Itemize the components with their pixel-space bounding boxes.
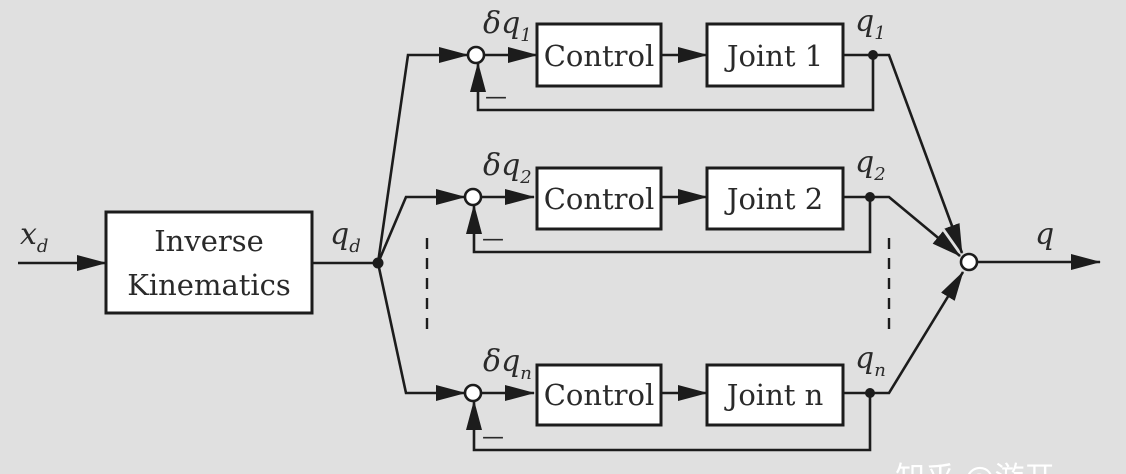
- feedback-wire-n: [466, 393, 872, 452]
- ik-label-line2: Kinematics: [127, 268, 291, 302]
- sum-node-n: [463, 383, 483, 403]
- error-label-n: δqn: [483, 344, 532, 384]
- watermark-text: 知乎 @游开: [895, 461, 1055, 474]
- output-label-n: qn: [855, 341, 886, 381]
- output-label: q: [1035, 217, 1054, 252]
- minus-sign-2: —: [482, 227, 504, 252]
- control-block-2: [535, 166, 663, 231]
- output-wire-2: [843, 195, 961, 257]
- joint-loop-2: δq2 Control Joint 2 q2 —: [463, 145, 961, 257]
- control-label-2: Control: [544, 182, 655, 216]
- joint-block-n: [705, 363, 845, 427]
- joint-label-2: Joint 2: [724, 182, 823, 216]
- output-label-1: q1: [855, 4, 886, 44]
- sum-node-1: [466, 45, 486, 65]
- sum-node-2: [463, 187, 483, 207]
- minus-sign-n: —: [482, 425, 504, 450]
- joint-block-1: [705, 22, 845, 88]
- ik-label-line1: Inverse: [154, 224, 264, 258]
- output-wire-1: [843, 53, 964, 254]
- qd-label: qd: [330, 217, 361, 257]
- branch-wire-2: [376, 189, 466, 264]
- output-label-2: q2: [855, 145, 886, 185]
- branch-wire-n: [376, 262, 466, 401]
- error-label-2: δq2: [483, 148, 532, 188]
- joint-label-1: Joint 1: [724, 39, 823, 73]
- joint-loop-n: δqn Control Joint n qn —: [463, 271, 965, 452]
- minus-sign-1: —: [485, 85, 507, 110]
- feedback-wire-1: [470, 55, 875, 112]
- joint-block-2: [705, 166, 845, 231]
- output-wire-n: [843, 271, 965, 395]
- control-block-n: [535, 363, 663, 427]
- joint-loop-1: δq1 Control Joint 1 q1 —: [466, 4, 964, 254]
- branch-wire-1: [376, 47, 469, 264]
- feedback-wire-2: [466, 197, 872, 254]
- inverse-kinematics-block: Inverse Kinematics: [104, 210, 314, 315]
- control-label-1: Control: [544, 39, 655, 73]
- control-block-1: [535, 22, 663, 88]
- input-label: xd: [20, 217, 48, 257]
- joint-label-n: Joint n: [724, 378, 824, 412]
- output-sum-node: [959, 252, 979, 272]
- error-label-1: δq1: [483, 6, 532, 46]
- control-label-n: Control: [544, 378, 655, 412]
